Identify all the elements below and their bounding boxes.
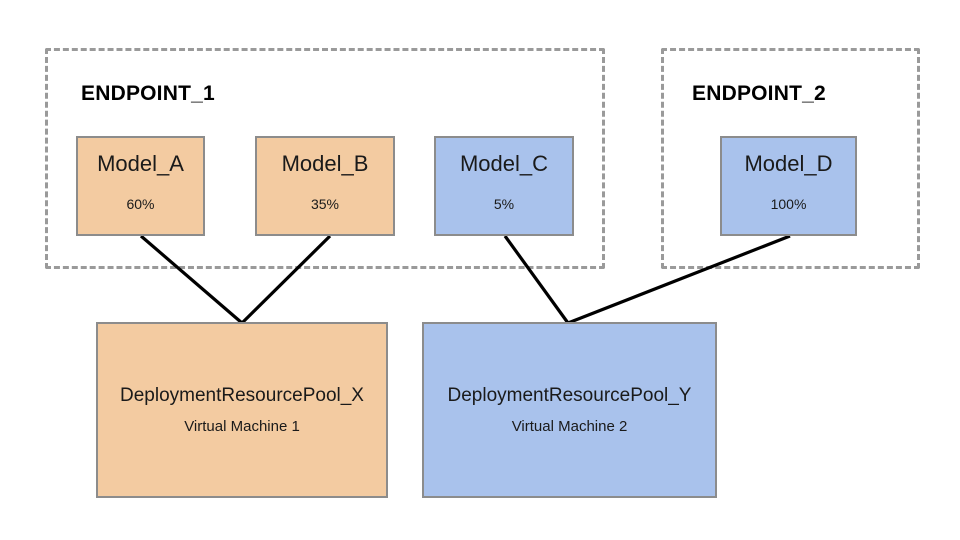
deployment-resource-pool-x[interactable]: DeploymentResourcePool_X Virtual Machine… — [96, 322, 388, 498]
model-c-traffic-split: 5% — [493, 196, 515, 212]
endpoint-2-label: ENDPOINT_2 — [692, 82, 826, 105]
model-box-model-b[interactable]: Model_B 35% — [255, 136, 395, 236]
pool-y-machine: Virtual Machine 2 — [511, 418, 628, 435]
model-b-traffic-split: 35% — [310, 196, 340, 212]
pool-x-name: DeploymentResourcePool_X — [120, 385, 364, 406]
model-c-name: Model_C — [459, 151, 549, 176]
model-box-model-c[interactable]: Model_C 5% — [434, 136, 574, 236]
deployment-resource-pool-y[interactable]: DeploymentResourcePool_Y Virtual Machine… — [422, 322, 717, 498]
model-a-traffic-split: 60% — [126, 196, 155, 212]
pool-x-machine: Virtual Machine 1 — [184, 418, 300, 435]
model-b-name: Model_B — [281, 151, 369, 176]
model-d-name: Model_D — [744, 151, 833, 176]
pool-y-name: DeploymentResourcePool_Y — [447, 385, 692, 406]
model-box-model-a[interactable]: Model_A 60% — [76, 136, 205, 236]
endpoint-1-label: ENDPOINT_1 — [81, 82, 215, 105]
model-d-traffic-split: 100% — [770, 196, 807, 212]
model-box-model-d[interactable]: Model_D 100% — [720, 136, 857, 236]
model-a-name: Model_A — [97, 151, 184, 176]
